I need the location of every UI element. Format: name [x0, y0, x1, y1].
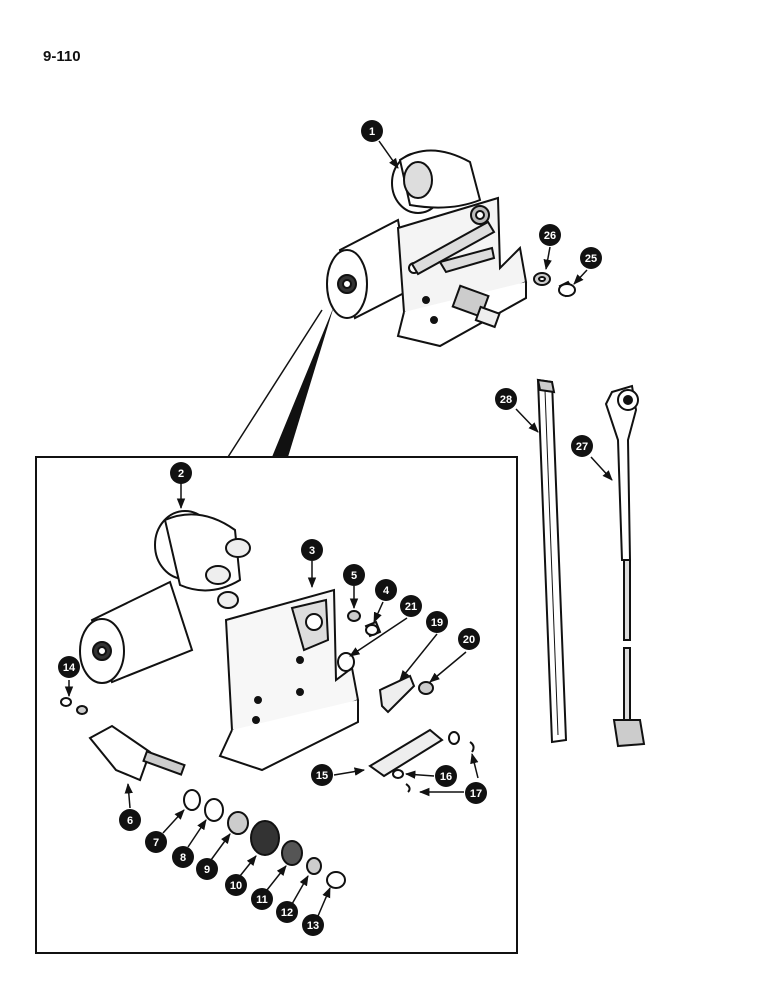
detail-pointer [227, 306, 334, 458]
svg-text:28: 28 [500, 394, 512, 406]
svg-text:12: 12 [281, 907, 293, 919]
svg-text:21: 21 [405, 601, 417, 613]
callout-26: 26 [539, 224, 561, 246]
nut-20 [418, 681, 434, 695]
svg-text:19: 19 [431, 617, 443, 629]
svg-text:16: 16 [440, 771, 452, 783]
callout-1: 1 [361, 120, 383, 142]
callout-13: 13 [302, 914, 324, 936]
mounting-bracket [218, 588, 360, 772]
callout-12: 12 [276, 901, 298, 923]
wiper-arm-27 [604, 384, 646, 748]
wiper-motor [79, 510, 251, 684]
wiper-blade-28 [536, 378, 568, 744]
svg-text:9: 9 [204, 864, 210, 876]
svg-text:26: 26 [544, 230, 556, 242]
svg-text:17: 17 [470, 788, 482, 800]
leader-lines [64, 140, 613, 917]
pivot-6 [88, 724, 186, 782]
wiper-motor-assembly [326, 149, 528, 348]
svg-text:5: 5 [351, 570, 357, 582]
detail-box [35, 456, 518, 954]
page-number: 9-110 [43, 48, 81, 65]
callout-7: 7 [145, 831, 167, 853]
svg-text:8: 8 [180, 852, 186, 864]
svg-text:6: 6 [127, 815, 133, 827]
shaft-hardware [183, 789, 346, 889]
svg-text:27: 27 [576, 441, 588, 453]
callout-9: 9 [196, 858, 218, 880]
svg-text:7: 7 [153, 837, 159, 849]
link-19 [378, 674, 416, 714]
callout-5: 5 [343, 564, 365, 586]
svg-text:2: 2 [178, 468, 184, 480]
callout-15: 15 [311, 764, 333, 786]
callout-4: 4 [375, 579, 397, 601]
callout-2: 2 [170, 462, 192, 484]
callout-10: 10 [225, 874, 247, 896]
callout-27: 27 [571, 435, 593, 457]
svg-text:11: 11 [256, 894, 268, 906]
svg-text:10: 10 [230, 880, 242, 892]
callout-25: 25 [580, 247, 602, 269]
svg-text:14: 14 [63, 662, 76, 674]
callout-11: 11 [251, 888, 273, 910]
callout-14: 14 [58, 656, 80, 678]
hardware-25-26 [533, 272, 576, 298]
svg-text:25: 25 [585, 253, 597, 265]
callout-20: 20 [458, 628, 480, 650]
svg-text:15: 15 [316, 770, 328, 782]
callout-16: 16 [435, 765, 457, 787]
svg-text:13: 13 [307, 920, 319, 932]
svg-text:1: 1 [369, 126, 375, 138]
callout-19: 19 [426, 611, 448, 633]
bolt-and-nut [347, 610, 382, 638]
callout-3: 3 [301, 539, 323, 561]
svg-text:4: 4 [383, 585, 390, 597]
callout-21: 21 [400, 595, 422, 617]
callout-28: 28 [495, 388, 517, 410]
svg-text:3: 3 [309, 545, 315, 557]
link-arm-15 [368, 728, 444, 778]
callouts: 1 2 3 4 5 6 7 8 9 10 11 12 13 14 15 16 1… [58, 120, 602, 936]
svg-text:20: 20 [463, 634, 475, 646]
callout-8: 8 [172, 846, 194, 868]
clips-16-17 [392, 731, 475, 793]
callout-17: 17 [465, 782, 487, 804]
callout-6: 6 [119, 809, 141, 831]
screws-14 [60, 697, 88, 715]
washer-21 [337, 652, 355, 672]
